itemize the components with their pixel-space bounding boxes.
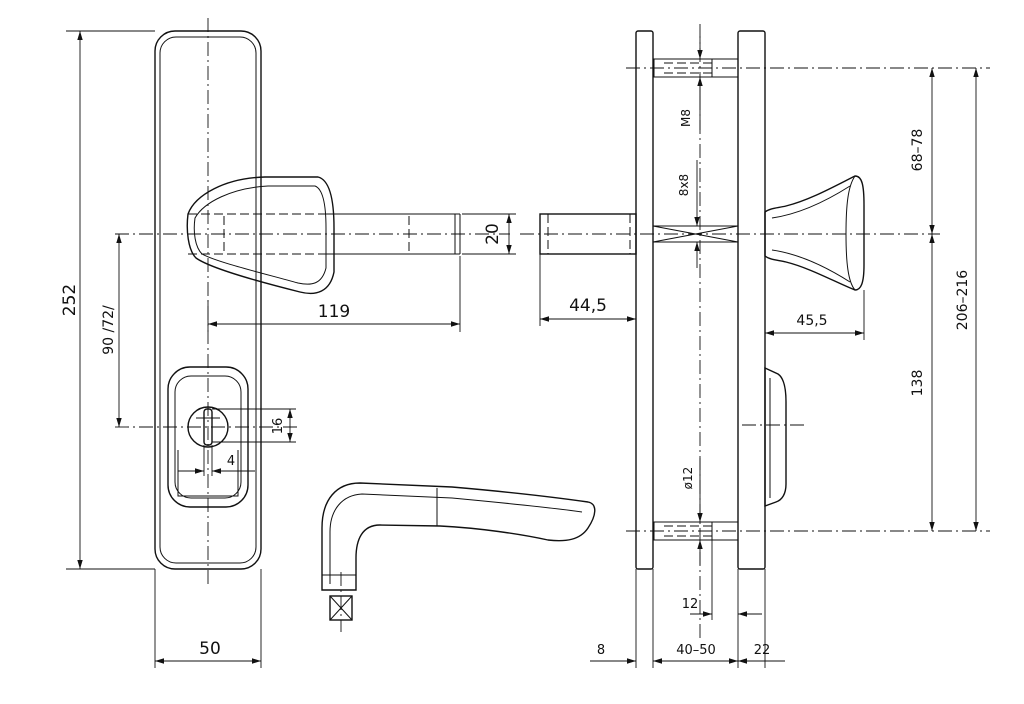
- dim-12: 12: [682, 597, 699, 612]
- cylinder-escutcheon: [167, 366, 249, 508]
- knob-curve: [771, 185, 851, 219]
- dim-20: 20: [483, 223, 503, 245]
- lever-handle-inner: [329, 493, 583, 584]
- dim-138: 138: [910, 370, 926, 397]
- dim-44-5: 44,5: [569, 296, 607, 316]
- dim-8: 8: [597, 643, 605, 658]
- dim-16: 16: [271, 418, 286, 435]
- front-view: [115, 18, 510, 585]
- dim-m8: M8: [679, 109, 693, 127]
- rosette-shape: [186, 176, 335, 295]
- dim-119: 119: [318, 302, 350, 322]
- dim-40-50: 40–50: [676, 643, 716, 658]
- front-dimensions: 252 90 /72/ 119 20 16 4 50: [60, 30, 516, 668]
- cylinder-base: [177, 450, 239, 497]
- dim-206-216: 206–216: [955, 270, 971, 331]
- dim-45-5: 45,5: [796, 313, 827, 329]
- side-dimensions: M8 8x8 44,5 45,5 68–78 138 206–216 ø12 1…: [539, 36, 979, 668]
- knob-inner: [845, 175, 856, 291]
- cylinder-cap: [764, 366, 787, 507]
- outer-plate: [635, 30, 654, 570]
- dim-90-72: 90 /72/: [101, 305, 117, 355]
- dim-8x8: 8x8: [677, 174, 691, 196]
- dim-22: 22: [754, 643, 771, 658]
- cylinder-escutcheon-inner: [174, 375, 242, 499]
- dim-252: 252: [60, 284, 80, 316]
- side-view: [520, 24, 990, 640]
- knob-curve-b: [771, 249, 851, 283]
- lever-handle-outline: [321, 482, 596, 591]
- dim-d12: ø12: [681, 467, 695, 490]
- dim-50: 50: [199, 639, 221, 659]
- dim-4: 4: [227, 454, 235, 469]
- dim-68-78: 68–78: [910, 129, 926, 172]
- rosette-inner: [193, 185, 327, 285]
- inner-plate: [737, 30, 766, 570]
- knob-outline: [764, 175, 865, 291]
- lever-handle-view: [321, 482, 596, 632]
